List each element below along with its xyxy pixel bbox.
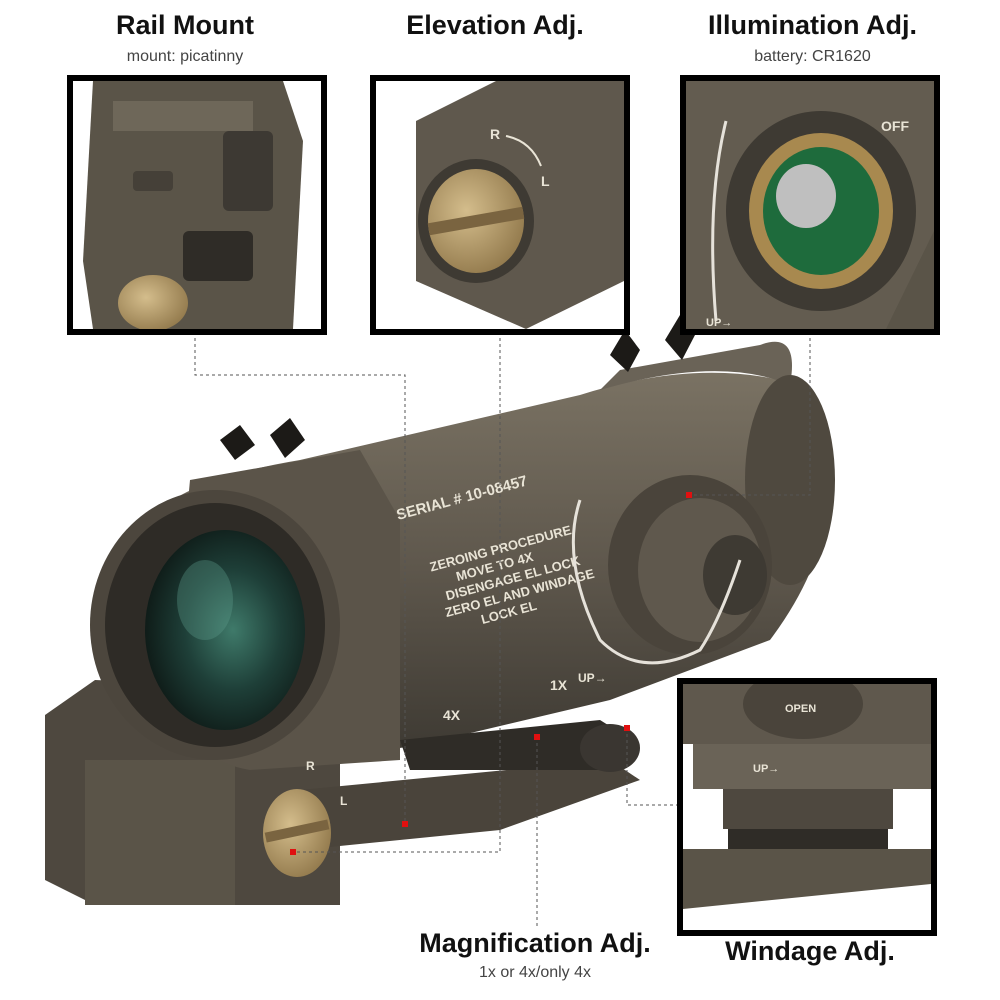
- rail-mount-photo: [73, 81, 321, 329]
- eyepiece: [90, 490, 340, 760]
- illumination-off-mark: OFF: [881, 118, 909, 134]
- leader-windage: [626, 728, 678, 806]
- elevation-l-mark: L: [340, 794, 347, 808]
- illumination-title: Illumination Adj.: [708, 10, 917, 40]
- rail-mount-detail: mount: picatinny: [126, 48, 244, 65]
- windage-open-mark: OPEN: [785, 703, 816, 715]
- mag-4x-label: 4X: [443, 707, 461, 723]
- lanyard-string: [571, 499, 742, 665]
- windage-inset: OPEN UP→: [677, 678, 937, 936]
- leader-lines: [194, 332, 811, 928]
- illumination-photo: OFF UP→: [686, 81, 934, 329]
- up-marking: UP→: [578, 671, 607, 685]
- elevation-inset-r: R: [490, 126, 500, 142]
- windage-photo: OPEN UP→: [683, 684, 931, 930]
- windage-up-mark: UP→: [753, 763, 779, 775]
- rail-mount-inset: [67, 75, 327, 335]
- illumination-inset: OFF UP→: [680, 75, 940, 335]
- red-markers: [290, 492, 692, 855]
- marker-rail-mount: [402, 821, 408, 827]
- elevation-inset-l: L: [541, 173, 550, 189]
- magnification-title: Magnification Adj.: [419, 928, 651, 958]
- marker-windage: [624, 725, 630, 731]
- marker-elevation: [290, 849, 296, 855]
- leader-illumination: [690, 332, 811, 496]
- elevation-r-mark: R: [306, 759, 315, 773]
- rail-mount-title: Rail Mount: [116, 10, 254, 40]
- illumination-knob: [608, 475, 772, 655]
- elevation-inset: R L: [370, 75, 630, 335]
- windage-title: Windage Adj.: [725, 936, 895, 966]
- front-sight: [220, 418, 305, 460]
- elevation-title: Elevation Adj.: [406, 10, 584, 40]
- illumination-up-mark: UP→: [706, 317, 732, 329]
- elevation-photo: R L: [376, 81, 624, 329]
- magnification-lever: [400, 720, 640, 772]
- mag-1x-label: 1X: [550, 677, 568, 693]
- elevation-knob: R L: [263, 759, 347, 877]
- magnification-detail: 1x or 4x/only 4x: [478, 964, 592, 981]
- illumination-detail: battery: CR1620: [754, 48, 871, 65]
- marker-magnification: [534, 734, 540, 740]
- marker-illumination: [686, 492, 692, 498]
